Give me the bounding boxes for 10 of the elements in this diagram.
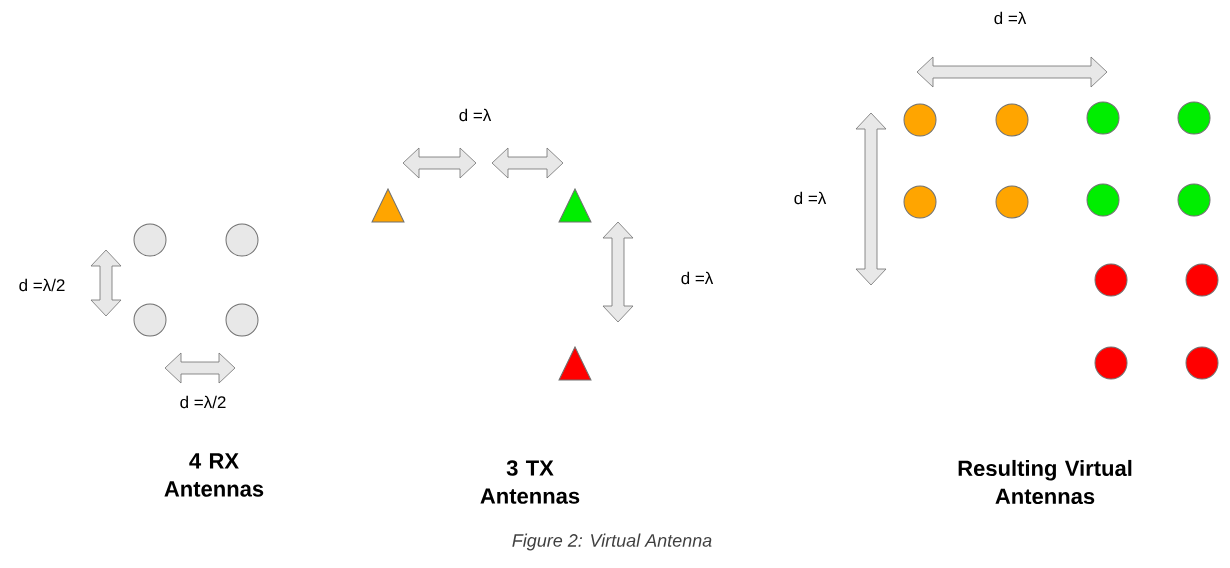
- dimension-label: d =λ/2: [19, 278, 65, 292]
- dimension-label: d =λ: [794, 191, 827, 205]
- dimension-label: d =λ: [459, 108, 492, 122]
- dimension-label: d =λ/2: [180, 395, 226, 409]
- group-heading: 3 TX Antennas: [480, 460, 580, 504]
- dimension-label: d =λ: [994, 11, 1027, 25]
- group-heading: Resulting Virtual Antennas: [958, 459, 1132, 505]
- group-heading: 4 RX Antennas: [164, 453, 264, 497]
- dimension-label: d =λ: [681, 271, 714, 285]
- figure-caption: Figure 2: Virtual Antenna: [512, 533, 712, 551]
